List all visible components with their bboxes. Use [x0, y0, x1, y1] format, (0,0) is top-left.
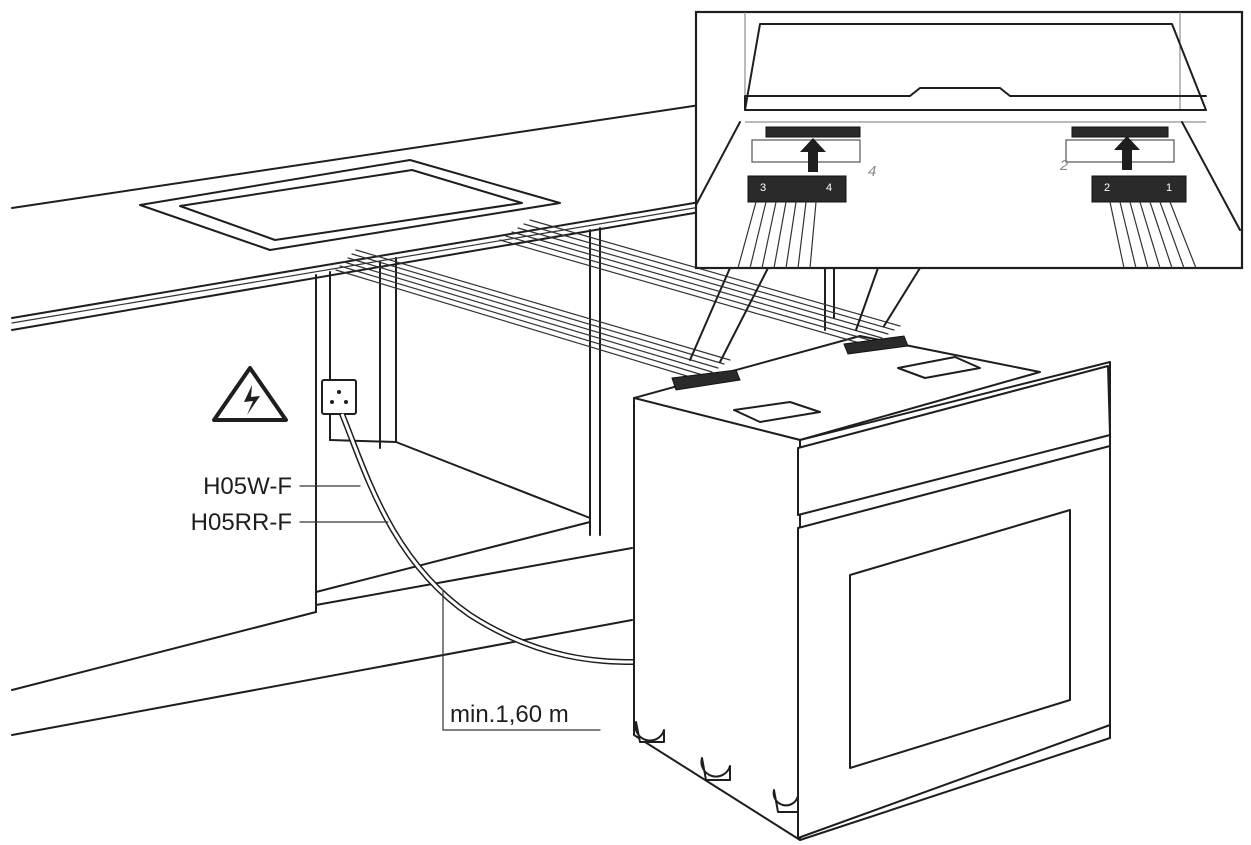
cable-type-label-2: H05RR-F: [191, 509, 292, 536]
electric-hazard-warning-triangle-icon: [212, 366, 288, 422]
wall-socket: [321, 379, 357, 415]
min-length-dimension: [442, 589, 601, 731]
right-plug-pin-label-1: 2: [1104, 182, 1110, 194]
hob-cables: [335, 219, 901, 381]
right-plug: [1091, 175, 1197, 269]
arrow-up-icon: [1114, 136, 1140, 170]
cable-labels: [299, 485, 389, 523]
oven-connectors: [671, 335, 909, 391]
inset-right-number: 2: [1059, 157, 1069, 174]
left-plug: [737, 175, 847, 269]
power-cable: [339, 412, 635, 665]
detail-inset: [694, 10, 1244, 270]
right-plug-pin-label-2: 1: [1166, 182, 1172, 194]
left-plug-pin-label-2: 4: [826, 182, 832, 194]
callout-lines: [689, 267, 921, 363]
worktop: [11, 104, 701, 331]
left-plug-pin-label-1: 3: [760, 182, 766, 194]
cable-type-label-1: H05W-F: [203, 473, 292, 500]
arrow-up-icon: [800, 138, 826, 172]
oven: [633, 335, 1111, 841]
inset-left-number: 4: [868, 163, 876, 180]
hob: [139, 159, 561, 251]
min-length-label: min.1,60 m: [450, 701, 569, 728]
